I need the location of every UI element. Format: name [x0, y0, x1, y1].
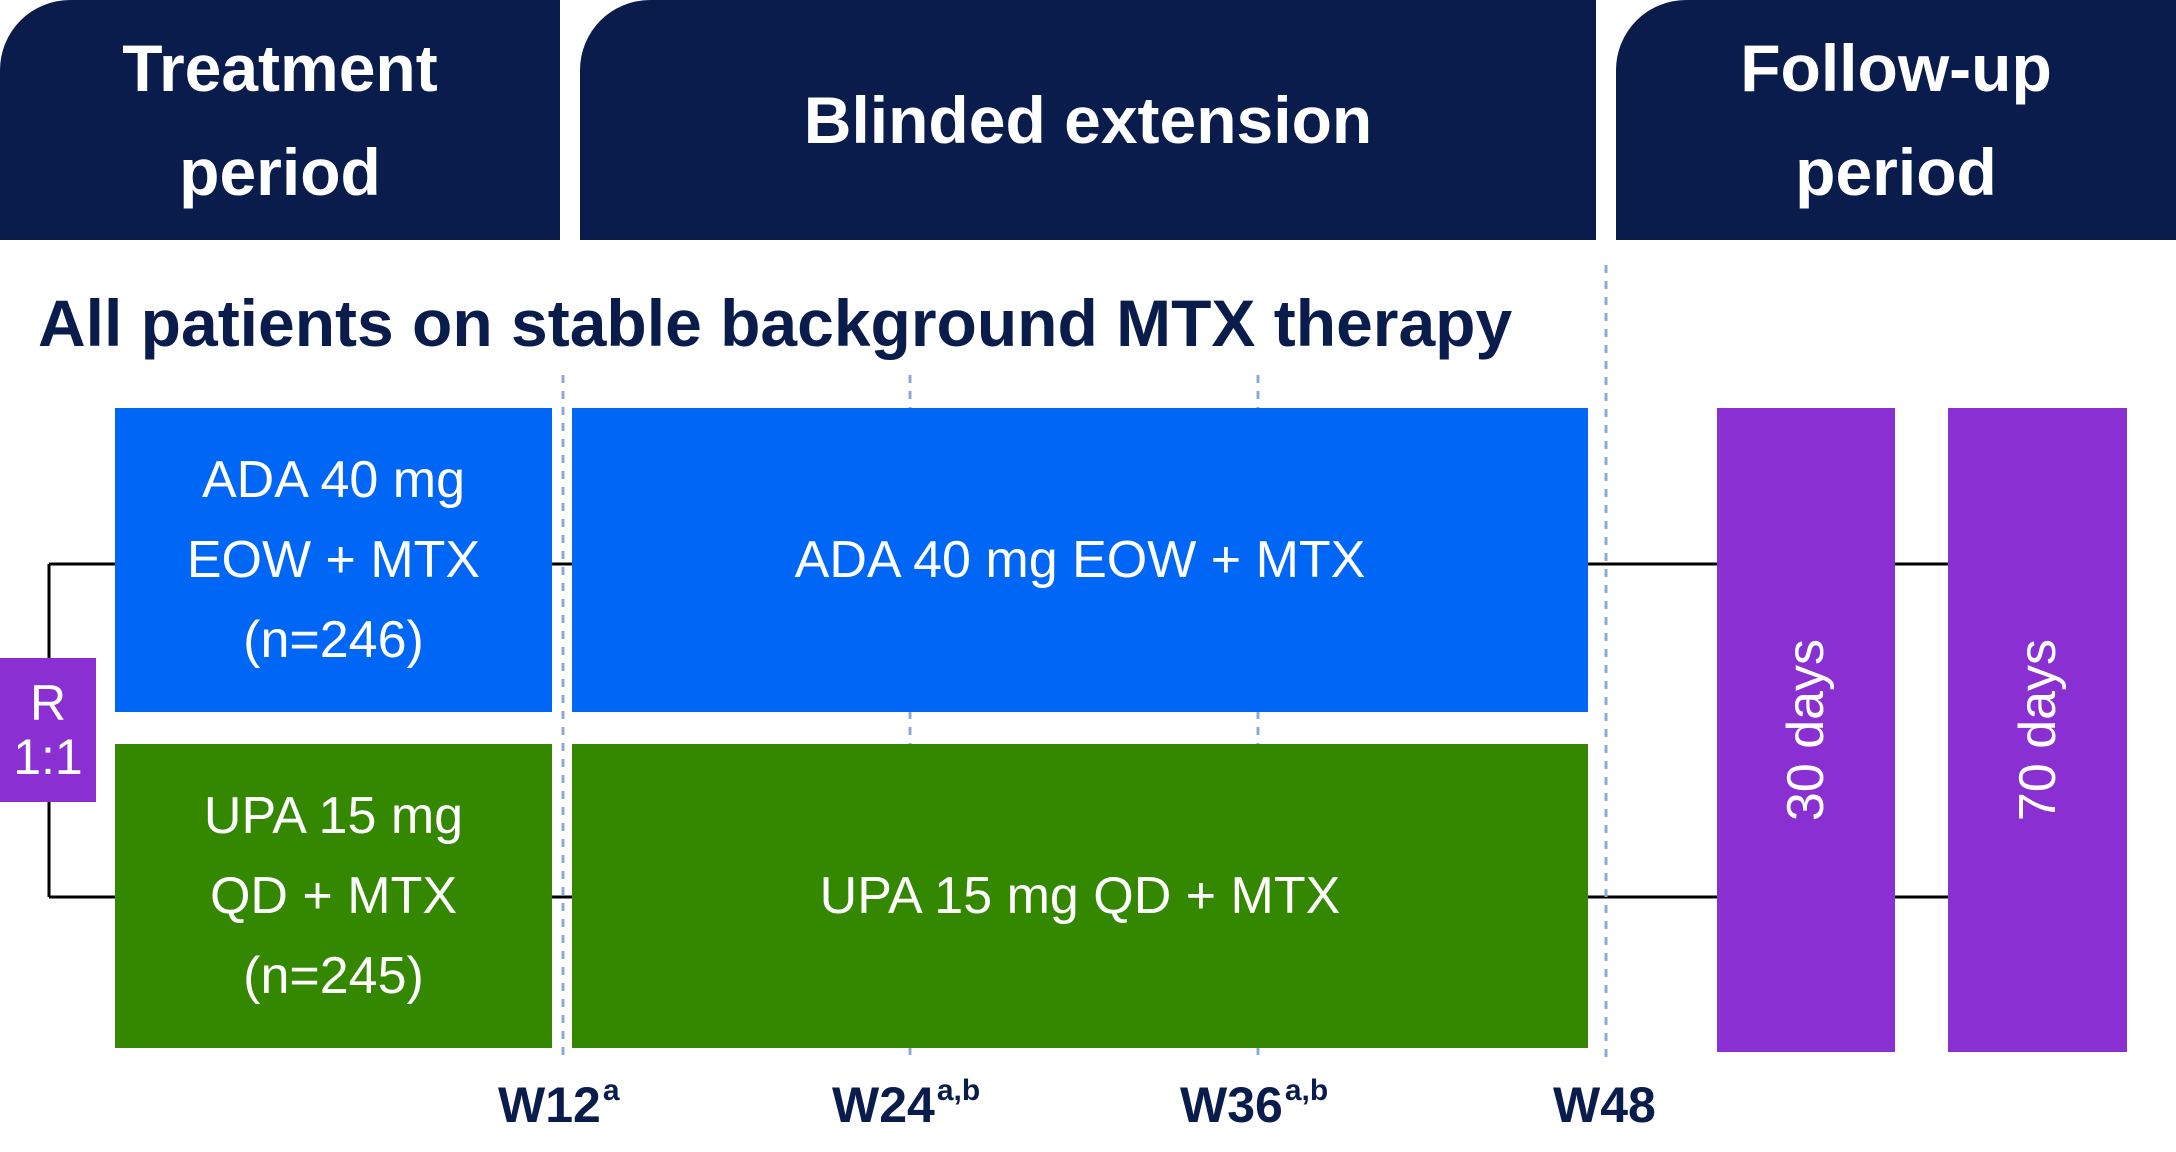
subtitle: All patients on stable background MTX th…	[38, 286, 1513, 360]
upa-treatment-line-2: QD + MTX	[209, 867, 458, 925]
followup-box-70-days: 70 days	[1948, 408, 2127, 1052]
followup-70-days-label: 70 days	[2008, 638, 2067, 822]
week-label-w12: W12a	[498, 1076, 620, 1133]
header-followup-line-1: Follow-up	[1740, 31, 2052, 105]
week-w36-sup: a,b	[1284, 1074, 1329, 1107]
week-label-w36: W36a,b	[1180, 1076, 1328, 1133]
randomization-ratio: 1:1	[13, 729, 83, 785]
week-w24-text: W24	[832, 1077, 935, 1133]
week-w12-sup: a	[602, 1074, 620, 1107]
week-w48-text: W48	[1553, 1077, 1656, 1133]
header-followup-line-2: period	[1795, 135, 1997, 209]
followup-box-30-days: 30 days	[1717, 408, 1895, 1052]
header-treatment-line-1: Treatment	[122, 31, 438, 105]
upa-extension-box: UPA 15 mg QD + MTX	[572, 744, 1588, 1048]
ada-treatment-box: ADA 40 mg EOW + MTX (n=246)	[115, 408, 552, 712]
upa-treatment-box: UPA 15 mg QD + MTX (n=245)	[115, 744, 552, 1048]
header-treatment-period: Treatment period	[0, 0, 560, 240]
header-blinded-extension: Blinded extension	[580, 0, 1596, 240]
header-treatment-line-2: period	[179, 135, 381, 209]
upa-treatment-line-3: (n=245)	[243, 947, 424, 1005]
ada-treatment-line-2: EOW + MTX	[186, 531, 481, 589]
upa-extension-label: UPA 15 mg QD + MTX	[819, 867, 1341, 925]
ada-treatment-line-1: ADA 40 mg	[201, 451, 466, 509]
week-label-w24: W24a,b	[832, 1076, 980, 1133]
week-w36-text: W36	[1180, 1077, 1283, 1133]
header-blinded-label: Blinded extension	[803, 83, 1373, 157]
week-w12-text: W12	[498, 1077, 601, 1133]
week-label-w48: W48	[1553, 1080, 1658, 1130]
upa-treatment-line-1: UPA 15 mg	[203, 787, 464, 845]
ada-treatment-line-3: (n=246)	[243, 611, 424, 669]
ada-extension-box: ADA 40 mg EOW + MTX	[572, 408, 1588, 712]
week-w24-sup: a,b	[936, 1074, 981, 1107]
ada-extension-label: ADA 40 mg EOW + MTX	[794, 531, 1366, 589]
randomization-r: R	[29, 675, 67, 731]
followup-30-days-label: 30 days	[1777, 638, 1835, 822]
header-followup-period: Follow-up period	[1616, 0, 2176, 240]
randomization-box: R 1:1	[0, 658, 96, 802]
